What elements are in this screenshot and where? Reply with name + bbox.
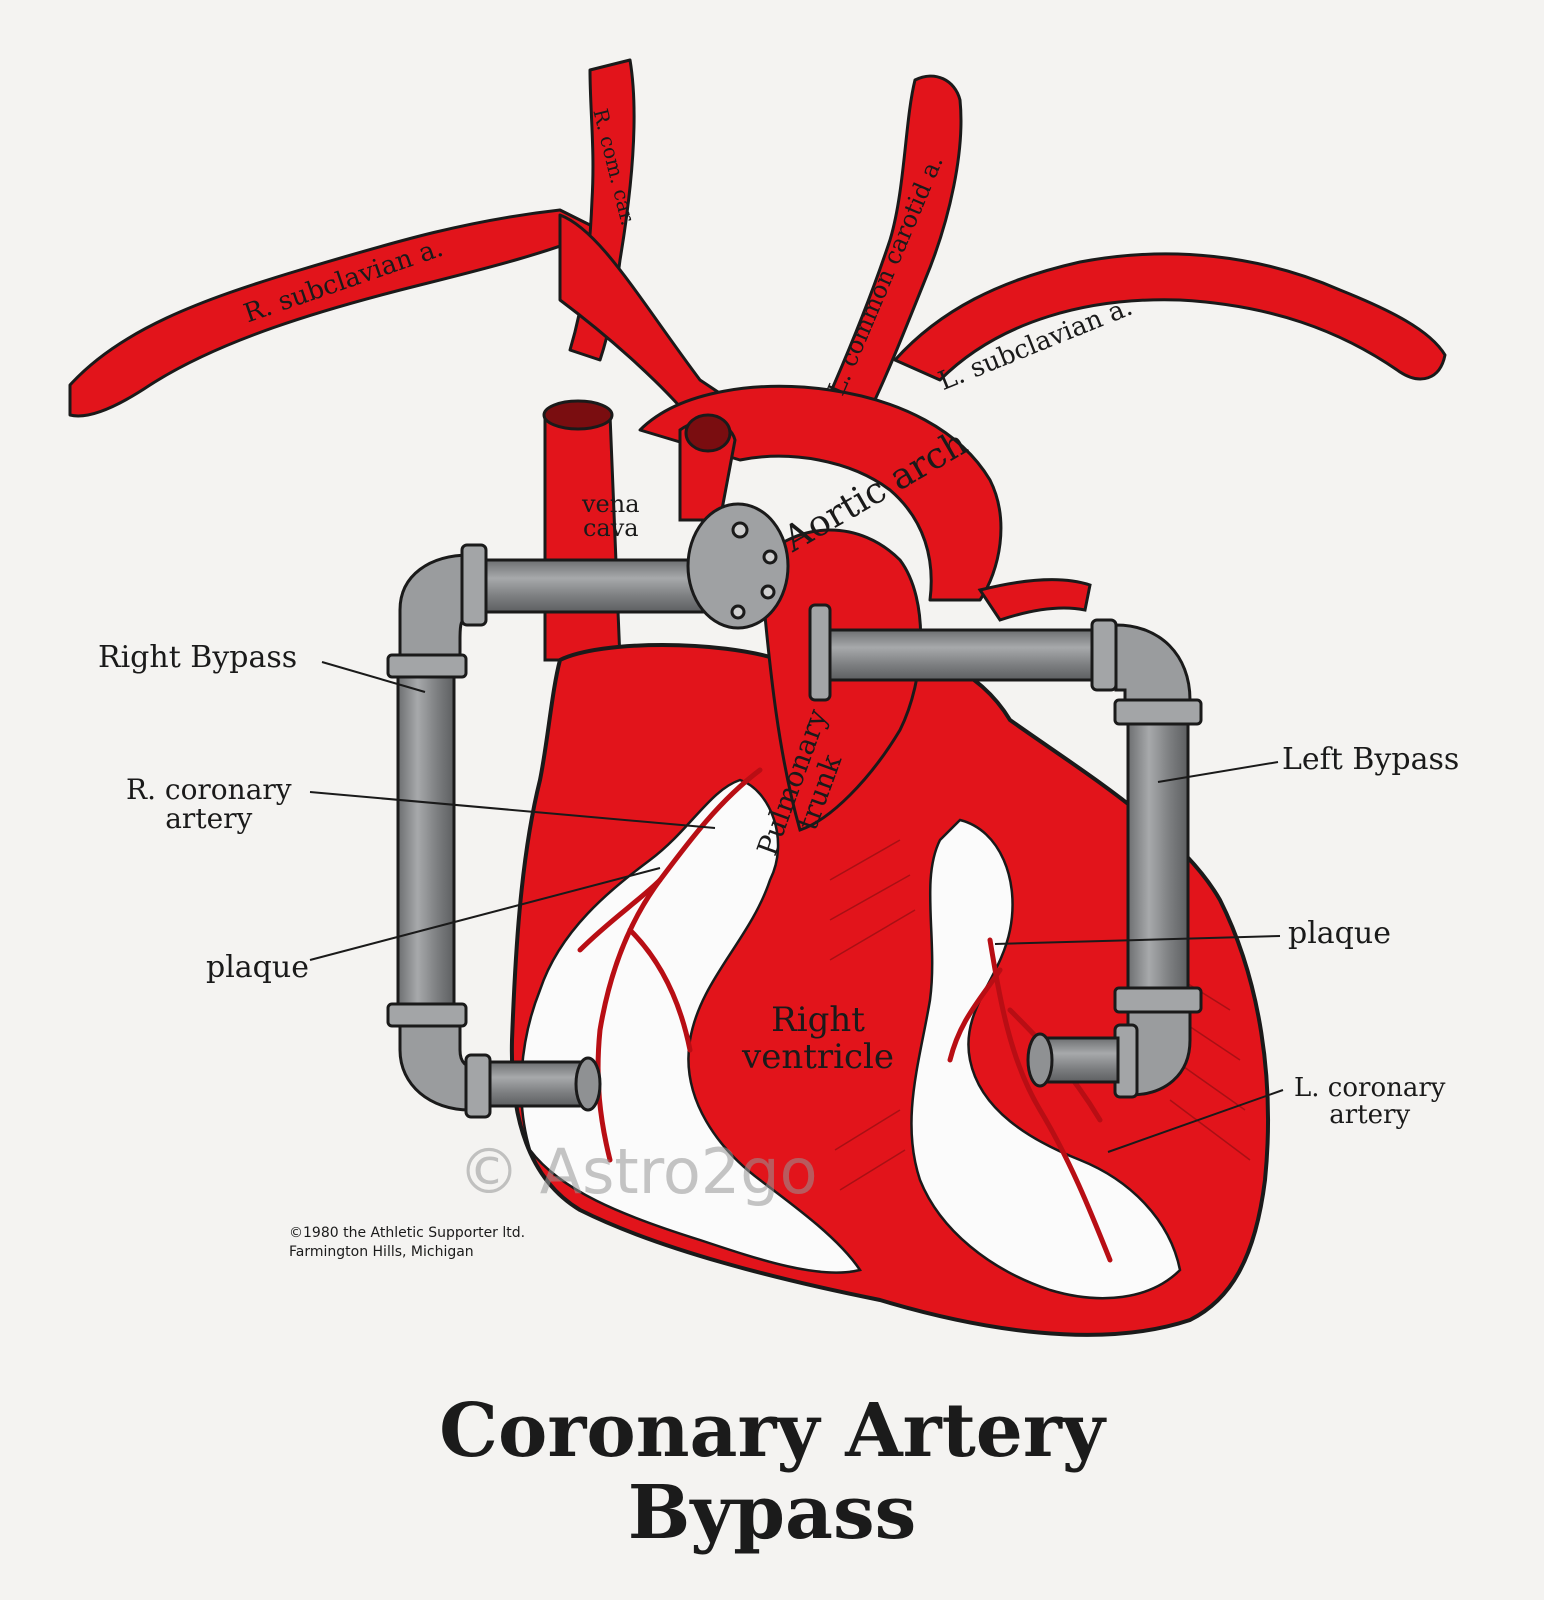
callout-left-bypass: Left Bypass <box>1282 742 1460 777</box>
title-line1: Coronary Artery <box>439 1388 1105 1474</box>
leader-left-bypass <box>1157 761 1279 783</box>
right-bypass-pipe <box>386 543 732 1119</box>
l-subclavian-artery <box>893 252 1447 382</box>
callout-plaque-left: plaque <box>206 950 309 985</box>
label-right-ventricle: Right ventricle <box>742 1000 895 1078</box>
callout-l-coronary-line2: artery <box>1329 1100 1411 1131</box>
copyright-line2: Farmington Hills, Michigan <box>289 1243 474 1260</box>
label-vena-cava-line1: vena <box>582 490 640 518</box>
callout-r-coronary-artery: R. coronary artery <box>126 775 292 834</box>
left-bypass-pipe <box>808 603 1203 1099</box>
callout-l-coronary-artery: L. coronary artery <box>1294 1073 1446 1131</box>
leader-r-coronary <box>309 791 716 829</box>
aortic-flange <box>686 502 790 630</box>
copyright-line1: ©1980 the Athletic Supporter ltd. <box>289 1225 526 1241</box>
l-common-carotid-artery <box>823 74 963 412</box>
leader-l-coronary <box>1107 1089 1284 1153</box>
r-subclavian-artery <box>68 208 602 418</box>
label-right-ventricle-line2: ventricle <box>742 1037 895 1078</box>
callout-plaque-right: plaque <box>1288 916 1391 951</box>
callout-right-bypass: Right Bypass <box>98 640 298 675</box>
leader-right-bypass <box>321 661 426 693</box>
callout-l-coronary-line1: L. coronary <box>1294 1073 1446 1103</box>
watermark: © Astro2go <box>458 1135 818 1208</box>
label-vena-cava: vena cava <box>582 492 640 540</box>
leader-plaque-right <box>994 935 1281 945</box>
l-coronary-artery-vessel <box>987 937 1113 1263</box>
label-right-ventricle-line1: Right <box>771 1000 865 1040</box>
copyright-notice: ©1980 the Athletic Supporter ltd. Farmin… <box>289 1224 525 1262</box>
leader-plaque-left <box>309 867 661 961</box>
leader-lines <box>309 661 1284 1153</box>
callout-r-coronary-line2: artery <box>165 802 253 836</box>
callout-r-coronary-line1: R. coronary <box>126 773 292 806</box>
left-pulmonary-branch <box>977 578 1092 622</box>
title-line2: Bypass <box>627 1470 917 1556</box>
label-vena-cava-line2: cava <box>582 514 639 542</box>
